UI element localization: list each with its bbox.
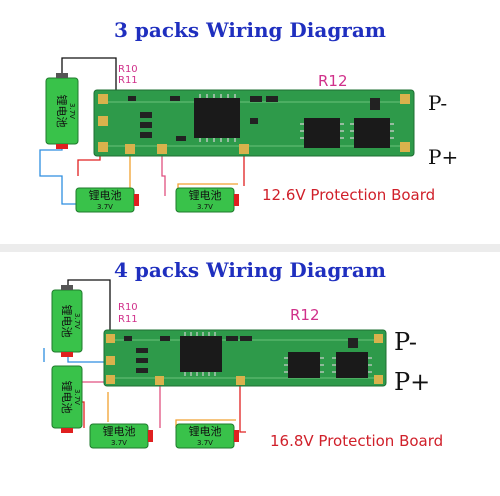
top-battery-2: 锂电池 3.7V [75,187,139,213]
bottom-r12-label: R12 [290,306,320,324]
bottom-battery-3-label: 锂电池 [103,424,136,438]
top-board-caption: 12.6V Protection Board [262,186,435,204]
bottom-battery-3: 锂电池 3.7V [89,423,153,449]
top-r11-label: R11 [118,75,138,86]
top-battery-2-label: 锂电池 [89,188,122,202]
bottom-terminal-plus: P+ [394,368,430,396]
bottom-battery-2-label: 锂电池 [60,381,74,414]
bottom-wiring-diagram: 锂电池 3.7V 锂电池 3.7V 锂电池 3.7V 锂电池 3.7V R10 … [43,279,443,450]
top-r12-label: R12 [318,72,348,90]
bottom-battery-4-label: 锂电池 [189,424,222,438]
bottom-battery-4-voltage: 3.7V [197,439,213,447]
top-wire-pink [161,152,166,196]
bottom-battery-1: 锂电池 3.7V [51,285,83,357]
top-r10-label: R10 [118,64,138,75]
top-wiring-diagram: 锂电池 3.7V 锂电池 3.7V 锂电池 3.7V R10 R11 R12 P… [39,57,458,213]
bottom-diagram-panel: 4 packs Wiring Diagram [0,252,500,496]
top-battery-1-label: 锂电池 [55,95,69,128]
bottom-wire-red-2 [239,382,246,433]
top-diagram-title: 3 packs Wiring Diagram [114,18,386,42]
bottom-r11-label: R11 [118,314,138,325]
top-battery-1: 锂电池 3.7V [45,73,79,149]
bottom-pcb [103,329,387,387]
bottom-battery-2: 锂电池 3.7V [51,365,83,433]
bottom-battery-1-voltage: 3.7V [73,313,81,329]
top-battery-2-voltage: 3.7V [97,203,113,211]
bottom-battery-3-voltage: 3.7V [111,439,127,447]
bottom-wire-blue [67,356,108,363]
top-pcb [93,89,415,157]
top-diagram-panel: 3 packs Wiring Diagram [0,0,500,244]
bottom-diagram-title: 4 packs Wiring Diagram [114,258,386,282]
bottom-battery-1-label: 锂电池 [60,305,74,338]
bottom-board-caption: 16.8V Protection Board [270,432,443,450]
top-terminal-plus: P+ [428,145,458,169]
bottom-r10-label: R10 [118,302,138,313]
top-battery-3: 锂电池 3.7V [175,187,239,213]
top-battery-3-label: 锂电池 [189,188,222,202]
top-battery-3-voltage: 3.7V [197,203,213,211]
bottom-terminal-minus: P- [394,328,417,356]
top-terminal-minus: P- [428,91,447,115]
bottom-battery-4: 锂电池 3.7V [175,423,239,449]
top-battery-1-voltage: 3.7V [68,103,76,119]
top-wire-black [61,57,117,100]
top-wire-blue [39,146,76,205]
bottom-battery-2-voltage: 3.7V [73,389,81,405]
